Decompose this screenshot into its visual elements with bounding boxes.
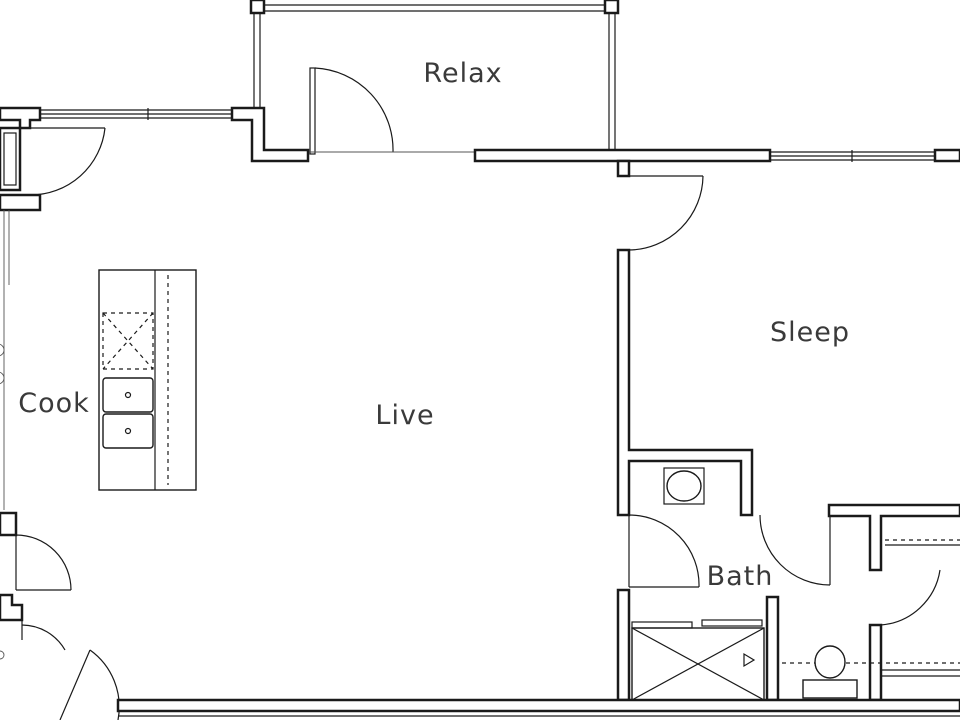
entry-door-swing-1 [15,534,72,591]
sink-drain-1 [124,391,132,399]
shower-curb [701,619,763,627]
north-wall-balcony-jog [230,106,310,163]
shower-valve-icon [743,652,756,668]
north-wall-left-jog [0,106,42,130]
dishwasher [102,312,154,370]
bath-divider-wall [765,595,780,702]
washer-drum [666,470,702,502]
bedroom-bath-door-swing [759,514,831,586]
toilet-tank [802,679,858,699]
relax-area [249,0,620,155]
refrigerator-inner [3,132,17,186]
bath-north-wall [827,503,960,572]
closet-door-swing-sleep [880,569,941,626]
cooktop-burner [0,343,5,357]
partition-walls [616,159,960,702]
toilet-bowl [814,645,846,679]
north-wall-right-end [933,148,960,163]
balcony-door-swing [314,67,394,153]
south-wall-main [116,698,960,713]
entry-door-swing-2 [89,649,120,720]
bath-west-wall [616,588,631,702]
room-label-live: Live [375,400,434,431]
sink-drain-2 [124,427,132,435]
west-wall-jog-1 [0,511,18,537]
entry-door-leaf-2 [59,649,91,720]
west-wall-jog-2 [0,593,24,622]
north-wall-bedroom [473,148,772,163]
balcony-post-right [603,0,620,15]
room-label-cook: Cook [18,388,90,419]
closet-knob [0,650,5,660]
kitchen-wall-stub [0,193,42,212]
room-label-bath: Bath [707,561,774,592]
room-label-sleep: Sleep [770,317,850,348]
bath-area [616,588,960,702]
sink-basin-1 [102,377,154,413]
bedroom-wall-stub-top [616,159,631,178]
cook-area [0,126,197,720]
south-wall [116,698,960,717]
fridge-door-swing [29,127,106,196]
cooktop-burner-2 [0,371,5,385]
sink-basin-2 [102,413,154,449]
north-wall [0,106,960,163]
refrigerator [0,126,22,192]
shower-x-2 [631,627,765,701]
bedroom-door-swing [628,175,704,251]
sleep-live-partition [616,248,754,517]
room-label-relax: Relax [423,58,502,89]
balcony-door-leaf [309,67,316,155]
bath-door-swing [628,514,700,588]
closet-door-swing [21,624,66,651]
shower-door-track [631,621,693,629]
washer-box [663,467,705,505]
balcony-post-left [249,0,266,15]
